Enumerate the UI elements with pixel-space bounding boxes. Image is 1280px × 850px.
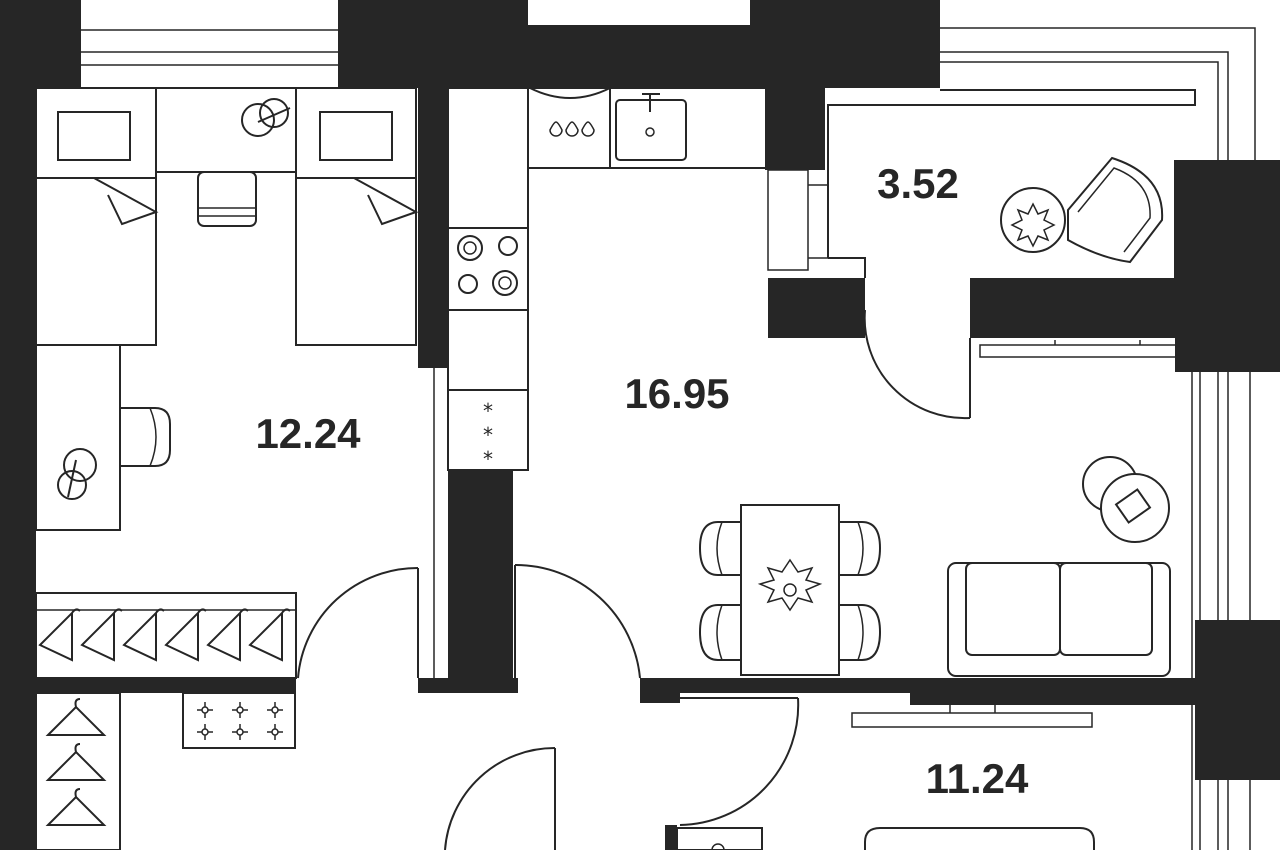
- fridge-icon: * * *: [447, 389, 529, 471]
- armchair-icon: [1067, 156, 1164, 264]
- door-icon: [679, 697, 800, 826]
- lamp-icon: [57, 448, 97, 500]
- svg-text:*: *: [483, 423, 493, 447]
- dining-table-icon: [740, 504, 840, 676]
- room-area-label: 12.24: [255, 410, 361, 457]
- nightstand-icon: [155, 87, 297, 227]
- bed-icon: [864, 827, 1095, 850]
- windows: [81, 27, 1256, 850]
- chair-icon: [839, 604, 882, 661]
- chair-icon: [120, 407, 171, 467]
- side-table-icon: [1000, 187, 1066, 253]
- living-furniture: [698, 309, 1187, 677]
- desk-icon: [35, 344, 121, 531]
- bedroom-furniture: [35, 87, 419, 679]
- room-outlines: [433, 89, 1196, 850]
- door-icon: [444, 746, 556, 850]
- lamp-icon: [1082, 456, 1170, 543]
- bottom-room-furniture: [676, 705, 1095, 850]
- wardrobe-icon: [35, 592, 297, 679]
- shoe-shelf-icon: [182, 692, 296, 749]
- chair-icon: [698, 521, 741, 576]
- chair-icon: [698, 604, 741, 661]
- svg-text:*: *: [483, 447, 493, 471]
- nightstand-icon: [676, 827, 763, 850]
- area-labels: 12.24 16.95 3.52 11.24: [255, 160, 1029, 802]
- room-area-label: 16.95: [624, 370, 729, 417]
- stove-icon: [447, 227, 529, 311]
- hangers-icon: [38, 608, 291, 662]
- chair-icon: [839, 521, 882, 576]
- svg-text:*: *: [483, 399, 493, 423]
- hall-furniture: [35, 563, 800, 850]
- door-icon: [863, 309, 971, 420]
- balcony-furniture: [1000, 156, 1164, 264]
- dishwasher-icon: [529, 87, 611, 137]
- door-icon: [297, 566, 419, 679]
- lamp-icon: [241, 98, 291, 137]
- room-area-label: 11.24: [926, 755, 1029, 802]
- door-icon: [514, 563, 641, 679]
- bed-icon: [295, 87, 419, 346]
- kitchen-furniture: * * *: [447, 87, 769, 471]
- sink-icon: [615, 93, 687, 161]
- sofa-icon: [947, 562, 1171, 677]
- room-area-label: 3.52: [877, 160, 959, 207]
- bed-icon: [35, 87, 159, 346]
- hangers-icon: [45, 698, 107, 826]
